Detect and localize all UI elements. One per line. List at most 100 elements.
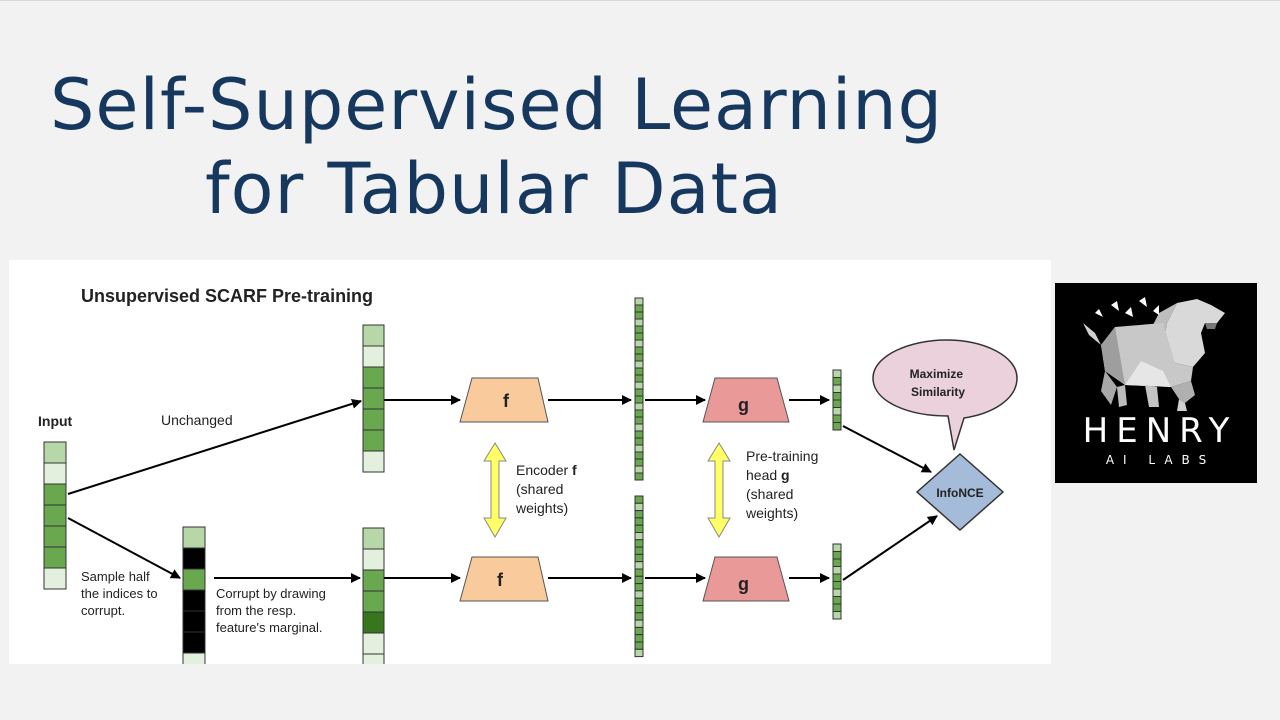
unchanged-vector-cell <box>362 345 385 368</box>
embedding-top-cell <box>634 458 644 467</box>
embedding-top-cell <box>634 318 644 327</box>
unchanged-vector <box>362 324 385 473</box>
embedding-top-cell <box>634 367 644 376</box>
similarity-bubble <box>872 339 1018 451</box>
sample-label: Sample half the indices to corrupt. <box>81 569 161 618</box>
embedding-bottom-cell <box>634 648 644 658</box>
embedding-top-cell <box>634 465 644 474</box>
head-g-bottom-label: g <box>738 574 749 594</box>
embedding-bottom-cell <box>634 612 644 621</box>
projection-top-cell <box>832 422 842 431</box>
projection-bottom-cell <box>832 573 842 582</box>
corrupted-vector <box>362 527 385 664</box>
projection-bottom-cell <box>832 581 842 590</box>
embedding-bottom-cell <box>634 641 644 650</box>
embedding-top-cell <box>634 444 644 453</box>
embedding-bottom-cell <box>634 532 644 541</box>
projection-bottom-cell <box>832 596 842 605</box>
embedding-bottom-cell <box>634 597 644 607</box>
low-poly-dog-icon <box>1083 297 1225 411</box>
projection-bottom <box>832 543 842 620</box>
infonce-label: InfoNCE <box>936 486 983 500</box>
corrupt-label: Corrupt by drawing from the resp. featur… <box>216 586 329 635</box>
embedding-top-cell <box>634 381 644 390</box>
embedding-bottom-cell <box>634 605 644 614</box>
unchanged-label: Unchanged <box>161 412 233 428</box>
embedding-bottom-cell <box>634 568 644 577</box>
mask-vector-cell <box>182 589 206 612</box>
corrupted-vector-cell <box>362 569 385 592</box>
unchanged-vector-cell <box>362 429 385 452</box>
mask-vector-cell <box>182 526 206 549</box>
title-line-2: for Tabular Data <box>205 148 783 230</box>
projection-top-cell <box>832 414 842 423</box>
embedding-top-cell <box>634 402 644 411</box>
top-border <box>0 0 1280 1</box>
corrupted-vector-cell <box>362 653 385 664</box>
unchanged-vector-cell <box>362 366 385 389</box>
embedding-top-cell <box>634 409 644 418</box>
arrow-projection-top-to-loss <box>842 425 932 473</box>
embedding-top-cell <box>634 304 644 313</box>
projection-top-cell <box>832 384 842 393</box>
projection-bottom-cell <box>832 588 842 597</box>
embedding-top-cell <box>634 430 644 439</box>
projection-bottom-cell <box>832 603 842 612</box>
projection-bottom-cell <box>832 611 842 620</box>
projection-top-cell <box>832 392 842 401</box>
embedding-top-cell <box>634 346 644 355</box>
projection-top-cell <box>832 369 842 378</box>
projection-bottom-cell <box>832 551 842 560</box>
embedding-top-cell <box>634 339 644 348</box>
projection-top-cell <box>832 399 842 408</box>
embedding-bottom-cell <box>634 495 644 504</box>
embedding-bottom-cell <box>634 517 644 526</box>
henry-ai-labs-logo: HENRY AI LABS <box>1055 283 1257 483</box>
diagram-heading: Unsupervised SCARF Pre-training <box>81 286 373 306</box>
unchanged-vector-cell <box>362 324 385 347</box>
projection-bottom-cell <box>832 543 842 552</box>
embedding-bottom-cell <box>634 510 644 519</box>
embedding-top-cell <box>634 332 644 341</box>
input-vector-cell <box>43 441 67 464</box>
unchanged-vector-cell <box>362 450 385 473</box>
input-label: Input <box>38 413 73 429</box>
embedding-top-cell <box>634 311 644 320</box>
encoder-f-bottom-label: f <box>497 570 504 590</box>
embedding-top-cell <box>634 416 644 425</box>
encoder-shared-arrow <box>483 442 507 538</box>
arrow-projection-bottom-to-loss <box>842 515 938 581</box>
embedding-bottom-cell <box>634 524 644 534</box>
input-vector-cell <box>43 462 67 485</box>
embedding-bottom-cell <box>634 619 644 628</box>
input-vector-cell <box>43 546 67 569</box>
encoder-f-top <box>459 377 549 423</box>
corrupted-vector-cell <box>362 548 385 571</box>
diagram-canvas: Unsupervised SCARF Pre-training Input Un… <box>38 286 1018 664</box>
projection-top <box>832 369 842 431</box>
logo-subtitle: AI LABS <box>1105 453 1216 467</box>
embedding-top-cell <box>634 374 644 383</box>
title-line-1: Self-Supervised Learning <box>50 64 944 146</box>
embedding-bottom-cell <box>634 590 644 599</box>
corrupted-vector-cell <box>362 632 385 655</box>
embedding-top-cell <box>634 395 644 404</box>
embedding-top-cell <box>634 451 644 460</box>
head-shared-arrow <box>707 442 731 538</box>
embedding-top-cell <box>634 325 644 334</box>
projection-bottom-cell <box>832 558 842 567</box>
corrupted-vector-cell <box>362 611 385 634</box>
arrow-input-to-mask <box>67 517 181 579</box>
mask-vector-cell <box>182 652 206 664</box>
input-vector-cell <box>43 504 67 527</box>
unchanged-vector-cell <box>362 408 385 431</box>
infonce-loss <box>915 452 1005 532</box>
corrupted-vector-cell <box>362 527 385 550</box>
head-caption: Pre-training head g (shared weights) <box>745 448 822 521</box>
embedding-top <box>634 297 644 481</box>
embedding-bottom-cell <box>634 626 644 636</box>
input-vector-cell <box>43 525 67 548</box>
embedding-top-cell <box>634 297 644 306</box>
head-g-top <box>702 377 790 423</box>
embedding-top-cell <box>634 353 644 362</box>
